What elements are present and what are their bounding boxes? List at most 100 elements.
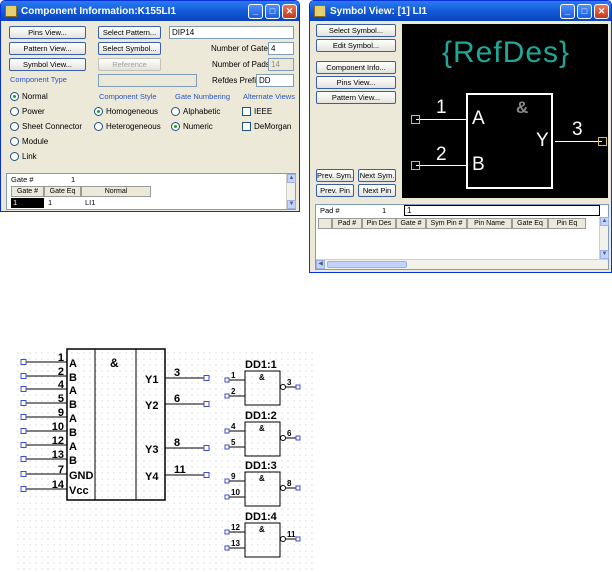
radio-numeric[interactable]: Numeric bbox=[171, 122, 213, 131]
radio-icon bbox=[10, 152, 19, 161]
pad-grid-header-pad[interactable]: Pad # bbox=[332, 218, 362, 229]
ic-left-pin-name: GND bbox=[69, 470, 94, 482]
pad-grid-header-pin-name[interactable]: Pin Name bbox=[467, 218, 512, 229]
gate-body bbox=[244, 522, 281, 558]
pins-view-button[interactable]: Pins View... bbox=[316, 76, 396, 89]
edit-symbol-button[interactable]: Edit Symbol... bbox=[316, 39, 396, 52]
scroll-up-icon[interactable]: ▲ bbox=[600, 217, 609, 226]
gate-input-number: 1 bbox=[231, 371, 236, 380]
gate-input-number: 12 bbox=[231, 523, 240, 532]
gate-output-terminal bbox=[295, 536, 301, 542]
radio-alphabetic[interactable]: Alphabetic bbox=[171, 107, 220, 116]
ic-right-pin-terminal bbox=[203, 375, 210, 381]
select-symbol-button[interactable]: Select Symbol... bbox=[98, 42, 161, 55]
ic-right-pin-name: Y3 bbox=[145, 444, 158, 456]
pad-grid-header-pin-des[interactable]: Pin Des bbox=[362, 218, 396, 229]
checkbox-icon bbox=[242, 107, 251, 116]
gate-grid-header-gate-eq[interactable]: Gate Eq bbox=[44, 186, 81, 197]
ic-right-pin-name: Y1 bbox=[145, 374, 158, 386]
maximize-icon[interactable]: □ bbox=[577, 3, 592, 19]
gate-symbol: & bbox=[259, 474, 265, 483]
ic-left-pin-number: 7 bbox=[58, 464, 64, 476]
ic-left-pin-name: B bbox=[69, 399, 77, 411]
gate-symbol: & bbox=[259, 373, 265, 382]
radio-icon bbox=[94, 122, 103, 131]
pins-view-button[interactable]: Pins View... bbox=[9, 26, 86, 39]
radio-selected-icon bbox=[171, 122, 180, 131]
scroll-thumb[interactable] bbox=[327, 261, 407, 268]
pattern-field[interactable]: DIP14 bbox=[169, 26, 294, 39]
checkbox-demorgan[interactable]: DeMorgan bbox=[242, 122, 291, 131]
radio-normal[interactable]: Normal bbox=[10, 92, 48, 101]
pad-grid-header-gate[interactable]: Gate # bbox=[396, 218, 426, 229]
gate-grid-scrollbar[interactable]: ▲ ▼ bbox=[286, 174, 296, 209]
radio-homogeneous[interactable]: Homogeneous bbox=[94, 107, 158, 116]
pad-grid-edit-field[interactable]: 1 bbox=[404, 205, 600, 216]
gate-input-number: 5 bbox=[231, 438, 236, 447]
pin-number-1: 1 bbox=[436, 97, 447, 118]
prev-sym-button[interactable]: Prev. Sym. bbox=[316, 169, 354, 182]
component-info-button[interactable]: Component Info... bbox=[316, 61, 396, 74]
minimize-icon[interactable]: _ bbox=[248, 3, 263, 19]
refdes-prefix-label: Refdes Prefix: bbox=[212, 76, 263, 85]
close-icon[interactable]: ✕ bbox=[594, 3, 609, 19]
select-symbol-button[interactable]: Select Symbol... bbox=[316, 24, 396, 37]
gate-input-number: 9 bbox=[231, 472, 236, 481]
pad-grid-header-sym-pin[interactable]: Sym Pin # bbox=[426, 218, 467, 229]
refdes-prefix-field[interactable]: DD bbox=[256, 74, 294, 87]
next-sym-button[interactable]: Next Sym. bbox=[358, 169, 396, 182]
gate-output-terminal bbox=[295, 384, 301, 390]
ic-left-pin-name: A bbox=[69, 358, 77, 370]
number-of-gates-label: Number of Gates: bbox=[211, 44, 275, 53]
symbol-window-titlebar[interactable]: Symbol View: [1] LI1 _ □ ✕ bbox=[310, 1, 611, 21]
gate-instance-label: DD1:1 bbox=[245, 359, 277, 371]
disabled-field bbox=[98, 74, 197, 87]
gate-instance-label: DD1:3 bbox=[245, 460, 277, 472]
radio-icon bbox=[171, 107, 180, 116]
gate-instance: DD1:2&456 bbox=[224, 410, 301, 457]
pattern-view-button[interactable]: Pattern View... bbox=[316, 91, 396, 104]
next-pin-button[interactable]: Next Pin bbox=[358, 184, 396, 197]
gate-output-number: 8 bbox=[287, 479, 292, 488]
number-of-gates-field[interactable]: 4 bbox=[268, 42, 294, 55]
scroll-up-icon[interactable]: ▲ bbox=[287, 174, 296, 183]
pad-grid-header-pin-eq[interactable]: Pin Eq bbox=[548, 218, 586, 229]
radio-module[interactable]: Module bbox=[10, 137, 48, 146]
prev-pin-button[interactable]: Prev. Pin bbox=[316, 184, 354, 197]
table-row[interactable]: 1 1 LI1 bbox=[11, 198, 151, 208]
scroll-left-icon[interactable]: ◀ bbox=[316, 260, 325, 269]
pad-grid-header-blank bbox=[318, 218, 332, 229]
radio-heterogeneous[interactable]: Heterogeneous bbox=[94, 122, 161, 131]
gate-input-terminal bbox=[224, 545, 230, 551]
pad-grid-scrollbar[interactable]: ▲ ▼ bbox=[599, 217, 609, 259]
minimize-icon[interactable]: _ bbox=[560, 3, 575, 19]
gate-input-terminal bbox=[224, 494, 230, 500]
scroll-down-icon[interactable]: ▼ bbox=[287, 200, 296, 209]
close-icon[interactable]: ✕ bbox=[282, 3, 297, 19]
radio-sheet-connector[interactable]: Sheet Connector bbox=[10, 122, 82, 131]
checkbox-ieee[interactable]: IEEE bbox=[242, 107, 272, 116]
app-icon bbox=[314, 5, 326, 17]
ic-left-pin-name: A bbox=[69, 385, 77, 397]
gate-grid-header-gate[interactable]: Gate # bbox=[11, 186, 44, 197]
radio-power[interactable]: Power bbox=[10, 107, 45, 116]
reference-button[interactable]: Reference bbox=[98, 58, 161, 71]
pattern-view-button[interactable]: Pattern View... bbox=[9, 42, 86, 55]
component-window-title: Component Information:K155LI1 bbox=[21, 5, 177, 17]
radio-link[interactable]: Link bbox=[10, 152, 37, 161]
scroll-down-icon[interactable]: ▼ bbox=[600, 250, 609, 259]
symbol-view-button[interactable]: Symbol View... bbox=[9, 58, 86, 71]
ic-left-pin-number: 9 bbox=[58, 407, 64, 419]
maximize-icon[interactable]: □ bbox=[265, 3, 280, 19]
number-of-pads-label: Number of Pads: bbox=[212, 60, 273, 69]
gate-grid-header-normal[interactable]: Normal bbox=[81, 186, 151, 197]
pad-grid-header-gate-eq[interactable]: Gate Eq bbox=[512, 218, 548, 229]
gate-input-terminal bbox=[224, 529, 230, 535]
pad-grid-hscrollbar[interactable]: ◀ bbox=[316, 259, 608, 269]
component-type-group-title: Component Type bbox=[10, 75, 67, 84]
component-window-titlebar[interactable]: Component Information:K155LI1 _ □ ✕ bbox=[1, 1, 299, 21]
symbol-preview-canvas[interactable]: {RefDes} & 1 A 2 B 3 Y bbox=[402, 24, 608, 198]
gate-inversion-bubble bbox=[280, 536, 286, 542]
select-pattern-button[interactable]: Select Pattern... bbox=[98, 26, 161, 39]
